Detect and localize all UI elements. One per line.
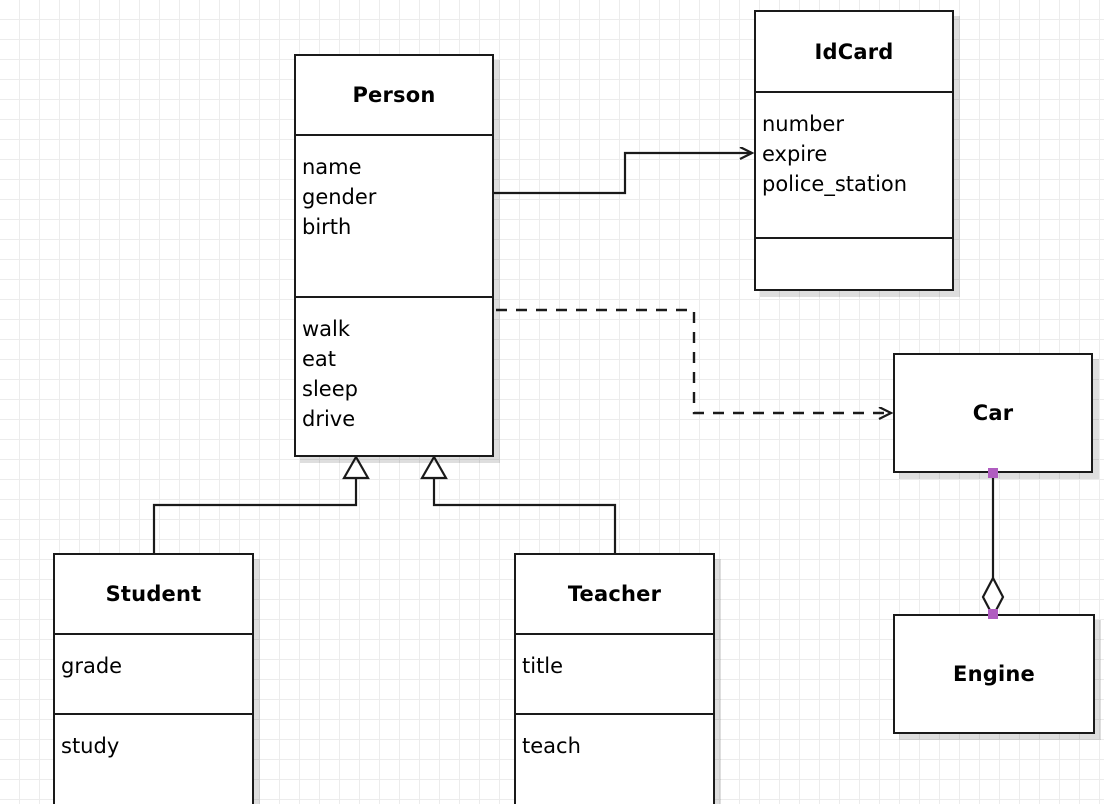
edge-person-idcard <box>494 153 752 195</box>
class-title-compartment: Person <box>296 56 492 134</box>
class-method: drive <box>302 407 356 431</box>
class-title-compartment: Student <box>55 555 252 633</box>
class-box-student[interactable]: Student grade study <box>53 553 254 804</box>
edge-teacher-person <box>420 454 617 553</box>
class-method: study <box>61 734 120 758</box>
class-box-person[interactable]: Person name gender birth walk eat sleep … <box>294 54 494 457</box>
class-attribute: police_station <box>762 172 908 196</box>
class-attribute: gender <box>302 185 377 209</box>
class-attribute: birth <box>302 215 352 239</box>
class-attributes-compartment: title <box>516 633 713 713</box>
class-attribute: number <box>762 112 844 136</box>
edge-car-engine <box>981 473 1005 619</box>
class-box-car[interactable]: Car <box>893 353 1093 473</box>
class-name-student: Student <box>105 582 202 606</box>
class-methods-compartment: walk eat sleep drive <box>296 296 492 455</box>
class-box-teacher[interactable]: Teacher title teach <box>514 553 715 804</box>
class-attribute: title <box>522 654 564 678</box>
class-box-idcard[interactable]: IdCard number expire police_station <box>754 10 954 291</box>
class-attribute: grade <box>61 654 123 678</box>
class-title-compartment: IdCard <box>756 12 952 91</box>
class-methods-compartment: teach <box>516 713 713 804</box>
edge-person-car <box>496 308 891 413</box>
class-method: teach <box>522 734 581 758</box>
class-box-engine[interactable]: Engine <box>893 614 1095 734</box>
class-attribute: expire <box>762 142 828 166</box>
edge-student-person <box>152 454 370 553</box>
class-title-compartment: Car <box>895 355 1091 471</box>
class-title-compartment: Engine <box>895 616 1093 732</box>
class-attributes-compartment: grade <box>55 633 252 713</box>
class-title-compartment: Teacher <box>516 555 713 633</box>
class-name-person: Person <box>352 83 436 107</box>
class-attributes-compartment: number expire police_station <box>756 91 952 237</box>
class-name-engine: Engine <box>953 662 1035 686</box>
class-attribute: name <box>302 155 362 179</box>
class-name-car: Car <box>972 401 1014 425</box>
class-name-idcard: IdCard <box>814 39 894 64</box>
class-method: sleep <box>302 377 358 401</box>
class-attributes-compartment: name gender birth <box>296 134 492 296</box>
connection-handle-engine-top[interactable] <box>988 609 998 619</box>
class-method: eat <box>302 347 337 371</box>
class-methods-compartment <box>756 237 952 289</box>
class-name-teacher: Teacher <box>567 582 662 606</box>
class-methods-compartment: study <box>55 713 252 804</box>
connection-handle-car-bottom[interactable] <box>988 468 998 478</box>
class-method: walk <box>302 317 351 341</box>
